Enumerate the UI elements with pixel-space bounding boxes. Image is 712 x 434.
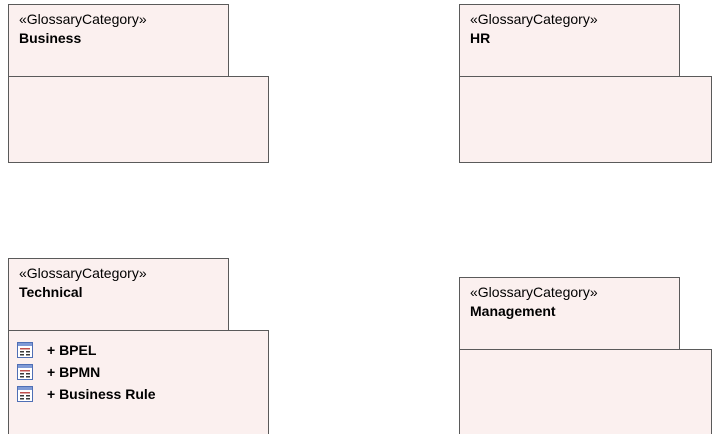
package-tab: «GlossaryCategory» HR (459, 4, 680, 77)
package-body (459, 349, 712, 434)
glossary-term-icon (17, 342, 33, 358)
package-tab: «GlossaryCategory» Technical (8, 258, 229, 331)
package-body (8, 76, 269, 163)
glossary-item-label: + Business Rule (47, 386, 156, 402)
package-stereotype: «GlossaryCategory» (19, 265, 147, 281)
package-tab: «GlossaryCategory» Business (8, 4, 229, 77)
glossary-term-icon (17, 364, 33, 380)
glossary-item-label: + BPMN (47, 364, 101, 380)
package-tab: «GlossaryCategory» Management (459, 277, 680, 350)
package-name: Business (19, 30, 82, 46)
package-body: + BPEL + BPMN (8, 330, 269, 434)
glossary-item-label: + BPEL (47, 342, 97, 358)
package-name: HR (470, 30, 491, 46)
package-stereotype: «GlossaryCategory» (19, 11, 147, 27)
glossary-item-bpel[interactable]: + BPEL (17, 339, 156, 361)
package-name: Management (470, 303, 556, 319)
glossary-term-icon (17, 386, 33, 402)
package-item-list: + BPEL + BPMN (17, 339, 156, 405)
glossary-item-bpmn[interactable]: + BPMN (17, 361, 156, 383)
package-stereotype: «GlossaryCategory» (470, 11, 598, 27)
package-stereotype: «GlossaryCategory» (470, 284, 598, 300)
glossary-item-business-rule[interactable]: + Business Rule (17, 383, 156, 405)
package-body (459, 76, 712, 163)
package-name: Technical (19, 284, 83, 300)
